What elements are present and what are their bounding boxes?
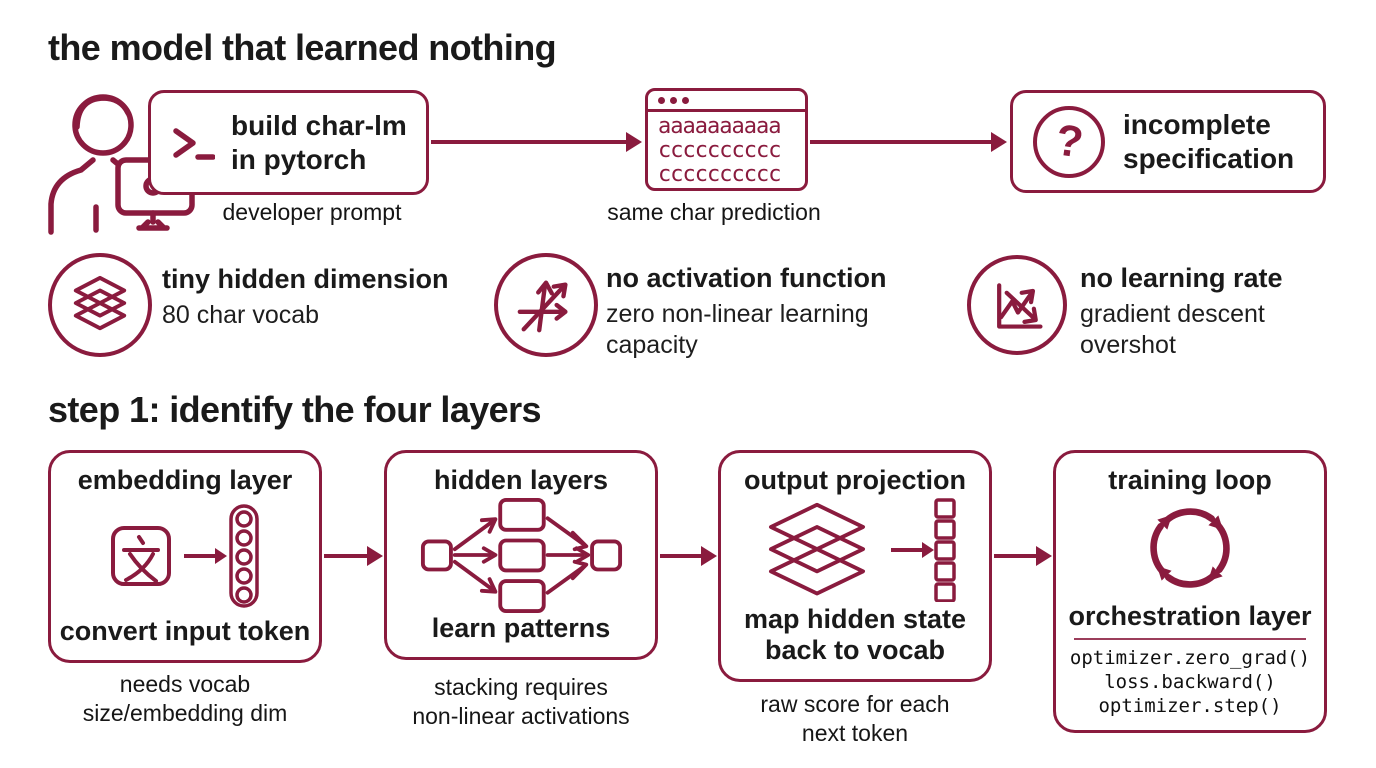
layer-note-output: raw score for each next token	[718, 690, 992, 748]
terminal-titlebar	[648, 91, 805, 112]
question-icon: ?	[1033, 105, 1105, 178]
caption-divider	[1074, 637, 1306, 640]
layer-box-hidden: hidden layers learn patter	[384, 450, 658, 660]
flow-arrow-3	[324, 554, 368, 558]
layer-box-title: hidden layers	[433, 465, 609, 495]
cycle-icon-group	[1056, 496, 1324, 601]
result-box: ? incomplete specification	[1010, 90, 1326, 193]
caption-line: map hidden state	[743, 604, 967, 634]
issue-circle-2	[494, 253, 598, 357]
terminal-line-3: cccccccccc	[658, 162, 781, 187]
mini-arrow-icon	[184, 554, 216, 558]
issue-text-1: tiny hidden dimension 80 char vocab	[162, 263, 449, 331]
note-line: stacking requires	[434, 674, 608, 700]
layer-box-training: training loop orchestration layer optimi…	[1053, 450, 1327, 733]
layer-box-output: output projection ma	[718, 450, 992, 682]
prompt-line-2: in pytorch	[231, 143, 367, 175]
prompt-caption: developer prompt	[222, 199, 402, 225]
terminal-prompt-icon	[173, 127, 215, 160]
layers-stack-icon	[73, 275, 127, 331]
terminal-output: aaaaaaaaaa cccccccccc cccccccccc	[648, 112, 805, 187]
layer-box-title: output projection	[744, 465, 966, 495]
embedding-icon-group	[51, 496, 319, 616]
question-glyph: ?	[1052, 114, 1086, 168]
issue-text-3: no learning rate gradient descent oversh…	[1080, 262, 1315, 361]
flow-arrow-1	[431, 140, 627, 144]
issue-subtitle: gradient descent overshot	[1080, 300, 1265, 359]
terminal-line-1: aaaaaaaaaa	[658, 114, 781, 139]
projection-icon-group	[721, 496, 989, 604]
issue-subtitle: 80 char vocab	[162, 301, 320, 329]
mini-arrow-icon	[891, 548, 923, 552]
issue-text-2: no activation function zero non-linear l…	[606, 262, 918, 361]
vocab-scores-icon	[934, 498, 956, 602]
layer-note-embedding: needs vocab size/embedding dim	[48, 670, 322, 728]
window-dot-icon	[670, 96, 677, 104]
training-code-block: optimizer.zero_grad() loss.backward() op…	[1070, 646, 1310, 718]
flow-arrow-5	[994, 554, 1037, 558]
network-icon	[420, 497, 622, 613]
network-icon-group	[387, 496, 655, 613]
step1-heading: step 1: identify the four layers	[48, 389, 542, 430]
issue-title: tiny hidden dimension	[162, 264, 449, 294]
caption-line: orchestration layer	[1068, 600, 1312, 631]
window-dot-icon	[682, 96, 689, 104]
issue-title: no activation function	[606, 263, 887, 293]
note-line: non-linear activations	[412, 703, 630, 729]
prompt-box: build char-lm in pytorch	[148, 90, 429, 195]
layer-box-caption: orchestration layer	[1068, 601, 1311, 632]
hidden-layers-stack-icon	[769, 502, 865, 596]
note-line: next token	[801, 720, 909, 746]
layer-box-caption: convert input token	[60, 616, 311, 647]
flow-arrow-4	[660, 554, 702, 558]
note-line: raw score for each	[760, 691, 950, 717]
result-line-1: incomplete	[1123, 108, 1271, 140]
note-line: size/embedding dim	[82, 700, 288, 726]
embedding-vector-icon	[229, 504, 259, 608]
page-title: the model that learned nothing	[48, 27, 557, 68]
code-line: loss.backward()	[1104, 671, 1276, 693]
terminal-line-2: cccccccccc	[658, 138, 781, 163]
prompt-text: build char-lm in pytorch	[231, 109, 407, 177]
layer-box-title: embedding layer	[77, 465, 293, 495]
result-line-2: specification	[1123, 142, 1295, 174]
terminal-caption: same char prediction	[607, 199, 821, 225]
token-character-icon	[111, 526, 171, 586]
layer-note-hidden: stacking requires non-linear activations	[384, 673, 658, 731]
overshoot-chart-icon	[997, 283, 1043, 329]
issue-subtitle: zero non-linear learning capacity	[606, 300, 869, 359]
layer-box-title: training loop	[1108, 465, 1272, 495]
prompt-line-1: build char-lm	[231, 109, 407, 141]
terminal-window: aaaaaaaaaa cccccccccc cccccccccc	[645, 88, 808, 191]
flow-arrow-2	[810, 140, 992, 144]
window-dot-icon	[658, 96, 665, 104]
note-line: needs vocab	[119, 671, 251, 697]
issue-circle-3	[967, 255, 1067, 355]
code-line: optimizer.step()	[1098, 695, 1282, 717]
issue-circle-1	[48, 253, 152, 357]
caption-line: convert input token	[59, 616, 311, 646]
code-line: optimizer.zero_grad()	[1069, 647, 1311, 669]
caption-line: learn patterns	[431, 613, 611, 643]
layer-box-embedding: embedding layer conv	[48, 450, 322, 663]
caption-line: back to vocab	[764, 635, 946, 665]
activation-axes-icon	[517, 280, 568, 333]
layer-box-caption: learn patterns	[432, 613, 611, 644]
training-cycle-icon	[1138, 508, 1242, 600]
result-text: incomplete specification	[1123, 108, 1294, 176]
issue-title: no learning rate	[1080, 263, 1283, 293]
layer-box-caption: map hidden state back to vocab	[744, 604, 966, 666]
